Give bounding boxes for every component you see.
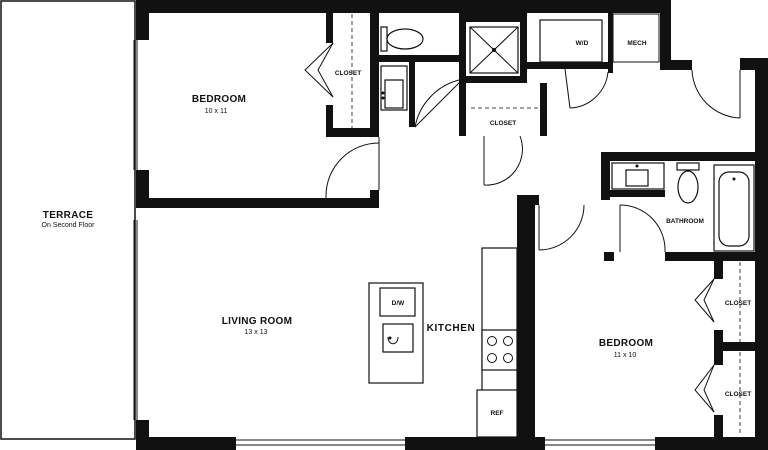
refrigerator-label: REF: [491, 410, 504, 417]
shower-icon: [469, 26, 519, 74]
bathtub-icon: [713, 164, 755, 252]
doors: [304, 42, 741, 413]
living-room-label: LIVING ROOM: [222, 316, 293, 327]
kitchen-counter: [476, 247, 518, 438]
bathroom-1-label: BATHROOM: [417, 56, 455, 63]
washer-dryer-label: W/D: [576, 40, 589, 47]
kitchen-island: [368, 282, 424, 384]
terrace-note: On Second Floor: [42, 222, 96, 229]
bedroom-1-label: BEDROOM: [192, 94, 246, 105]
closet-label: CLOSET: [335, 70, 361, 77]
sink-icon: [611, 162, 665, 190]
bedroom-2-dimensions: 11 x 10: [614, 352, 637, 359]
terrace-area: [0, 0, 138, 440]
mech-label: MECH: [627, 40, 646, 47]
bedroom-1-dimensions: 10 x 11: [205, 108, 228, 115]
labels: TERRACE On Second Floor BEDROOM 10 x 11 …: [42, 40, 752, 417]
bedroom-2-label: BEDROOM: [599, 338, 653, 349]
bathroom-2-label: BATHROOM: [666, 218, 704, 225]
living-room-dimensions: 13 x 13: [245, 329, 268, 336]
closet-label: CLOSET: [725, 300, 751, 307]
dishwasher-label: D/W: [392, 300, 406, 307]
terrace-label: TERRACE: [43, 210, 93, 221]
walls: [136, 0, 768, 450]
closet-label: CLOSET: [725, 391, 751, 398]
closet-label: CLOSET: [490, 120, 516, 127]
fixtures: [368, 13, 755, 438]
sink-icon: [380, 65, 408, 111]
toilet-icon: [676, 162, 700, 204]
toilet-icon: [380, 26, 424, 52]
kitchen-label: KITCHEN: [427, 323, 476, 334]
closet-rods: [351, 14, 741, 436]
